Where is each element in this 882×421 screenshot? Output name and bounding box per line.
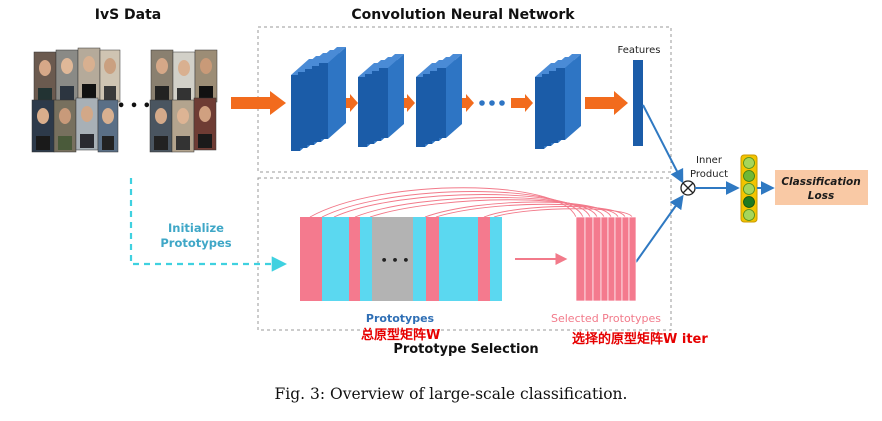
loss-label-1: Classification	[781, 176, 860, 188]
face-images-left	[31, 47, 121, 153]
conv-block-2	[358, 54, 404, 147]
face-photo	[97, 99, 119, 153]
prototypes-label: Prototypes	[366, 312, 435, 325]
input-arrow	[231, 91, 286, 115]
conv-block-1	[291, 47, 346, 151]
initialize-path	[129, 178, 288, 272]
matrix-ellipsis: • • •	[381, 254, 410, 267]
face-photo	[194, 49, 218, 103]
conv-block-3	[416, 54, 462, 147]
conv-arrow	[511, 94, 533, 112]
prototype-matrix	[300, 217, 502, 301]
annotation-selected-matrix: 选择的原型矩阵W iter	[572, 331, 708, 347]
faces-ellipsis: • • •	[117, 99, 151, 114]
face-photo	[55, 49, 79, 103]
face-photo	[149, 99, 173, 153]
initialize-label-1: Initialize	[168, 221, 224, 235]
initialize-label-2: Prototypes	[160, 236, 231, 250]
loss-label-2: Loss	[808, 190, 834, 202]
selection-arcs	[309, 187, 633, 218]
face-photo	[53, 99, 77, 153]
prototypes-to-product-arrow	[635, 194, 684, 263]
selected-prototypes-label: Selected Prototypes	[551, 312, 661, 325]
face-photo	[99, 49, 121, 103]
cnn-title: Convolution Neural Network	[351, 7, 575, 23]
features-arrow	[585, 91, 628, 115]
selected-prototypes-matrix	[575, 216, 637, 302]
inner-product-label-2: Product	[690, 169, 728, 180]
ivs-data-title: IvS Data	[95, 7, 162, 23]
face-photo	[150, 49, 174, 103]
inner-product-operator-icon	[680, 180, 696, 196]
face-photo	[75, 97, 99, 151]
inner-product-label-1: Inner	[696, 155, 723, 166]
face-photo	[193, 97, 217, 151]
features-to-product-arrow	[642, 104, 684, 184]
features-label: Features	[618, 45, 661, 56]
face-photo	[172, 51, 196, 105]
face-photo	[33, 51, 57, 105]
figure-caption: Fig. 3: Overview of large-scale classifi…	[275, 385, 628, 403]
face-images-right	[149, 49, 218, 153]
annotation-total-matrix: 总原型矩阵W	[361, 327, 440, 343]
classification-loss-box	[775, 170, 868, 205]
cnn-ellipsis	[479, 100, 505, 106]
face-photo	[31, 99, 55, 153]
prototype-selection-title: Prototype Selection	[393, 342, 538, 357]
face-photo	[171, 99, 195, 153]
cnn-box	[257, 26, 672, 173]
output-layer	[740, 154, 758, 223]
face-photo	[77, 47, 101, 101]
conv-block-4	[535, 54, 581, 149]
prototype-selection-box	[257, 177, 672, 331]
features-vector	[633, 60, 643, 146]
